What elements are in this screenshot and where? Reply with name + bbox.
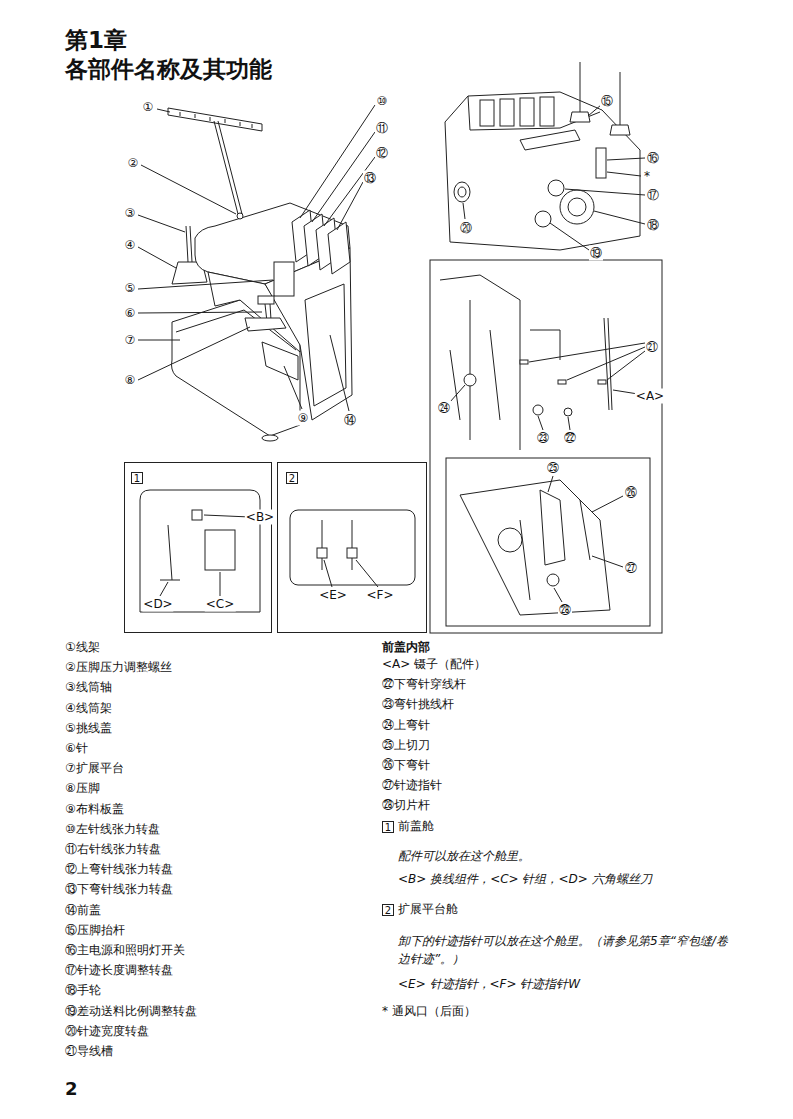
callout-number: ⑮ [600,94,614,109]
part-name: ㉔上弯针 [382,718,430,733]
compartment-inset: 2 [277,462,427,633]
callout-number: <E> [318,588,348,603]
callout-number: ⑯ [646,151,660,166]
callout-number: ㉗ [624,561,638,576]
part-name: ③线筒轴 [65,680,112,695]
part-name: ⑲差动送料比例调整转盘 [65,1004,197,1019]
callout-number: <F> [365,588,394,603]
part-name: ⑨布料板盖 [65,802,124,817]
part-name: ⑪右针线张力转盘 [65,842,161,857]
part-name: ㉒下弯针穿线杆 [382,677,466,692]
section-number-box: 1 [382,821,394,833]
part-name: ㉓弯针挑线杆 [382,697,454,712]
callout-number: ⑩ [376,94,389,109]
callout-number: ⑨ [297,411,310,426]
section-number: 1 [131,472,143,484]
part-name: ④线筒架 [65,701,112,716]
callout-number: <D> [142,597,173,612]
part-name: ⑳针迹宽度转盘 [65,1024,149,1039]
part-name: ⑤挑线盖 [65,721,112,736]
callout-number: ㉖ [624,486,638,501]
part-name: ⑫上弯针线张力转盘 [65,862,173,877]
part-name: ㉑导线槽 [65,1044,113,1059]
callout-number: ② [127,156,140,171]
note-text: 卸下的针迹指针可以放在这个舱里。（请参见第5章“窄包缝/卷边针迹”。） [398,932,733,968]
part-name: ㉘切片杆 [382,798,430,813]
section-heading: 前盖舱 [398,819,434,834]
callout-number: ⑳ [459,221,473,236]
callout-number: ⑫ [375,146,389,161]
footnote: * 通风口（后面） [382,1004,476,1019]
part-name: ⑮压脚抬杆 [65,923,125,938]
part-name: ㉖下弯针 [382,758,430,773]
part-name: ⑥针 [65,741,88,756]
callout-number: <B> [245,510,275,525]
section-number: 2 [382,904,394,916]
section-number: 2 [286,472,298,484]
callout-number: ⑰ [646,188,660,203]
callout-number: ④ [124,238,137,253]
callout-number: ㉓ [536,431,550,446]
callout-number: ⑤ [124,281,137,296]
callout-number: ㉔ [437,401,451,416]
callout-number: ㉘ [558,603,572,618]
part-name: ㉕上切刀 [382,738,430,753]
page-number: 2 [65,1078,78,1101]
part-name: ⑧压脚 [65,781,100,796]
part-name: ②压脚压力调整螺丝 [65,660,172,675]
part-name: ⑯主电源和照明灯开关 [65,943,185,958]
part-name: ⑦扩展平台 [65,761,124,776]
callout-number: * [643,169,651,184]
callout-number: <A> [635,389,665,404]
note-text: 配件可以放在这个舱里。 [398,849,530,864]
callout-number: ③ [124,206,137,221]
callout-number: <C> [205,597,236,612]
callout-number: ⑭ [343,413,357,428]
section-number: 1 [382,821,394,833]
part-name: <A> 镊子（配件） [382,657,486,672]
callout-number: ㉑ [645,340,659,355]
section-number-box: 2 [382,904,394,916]
callout-number: ⑱ [646,218,660,233]
callout-number: ㉕ [546,461,560,476]
part-name: ㉗针迹指针 [382,778,442,793]
part-name: ⑱手轮 [65,983,101,998]
callout-number: ⑧ [124,373,137,388]
section-heading: 扩展平台舱 [398,902,458,917]
callout-number: ⑥ [124,306,137,321]
callout-number: ⑲ [589,246,603,261]
callout-number: ㉒ [563,431,577,446]
part-name: ⑬下弯针线张力转盘 [65,882,173,897]
part-name: ⑩左针线张力转盘 [65,822,160,837]
callout-number: ⑪ [375,121,389,136]
page-title: 第1章 各部件名称及其功能 [65,26,335,84]
note-text: <B> 换线组件，<C> 针组，<D> 六角螺丝刀 [398,872,652,887]
callout-number: ⑬ [363,171,377,186]
part-name: ⑭前盖 [65,903,101,918]
part-name: ⑰针迹长度调整转盘 [65,963,173,978]
note-text: <E> 针迹指针，<F> 针迹指针W [398,977,580,992]
callout-number: ① [142,100,155,115]
part-name: ①线架 [65,640,100,655]
section-heading: 前盖内部 [382,640,430,655]
callout-number: ⑦ [124,333,137,348]
